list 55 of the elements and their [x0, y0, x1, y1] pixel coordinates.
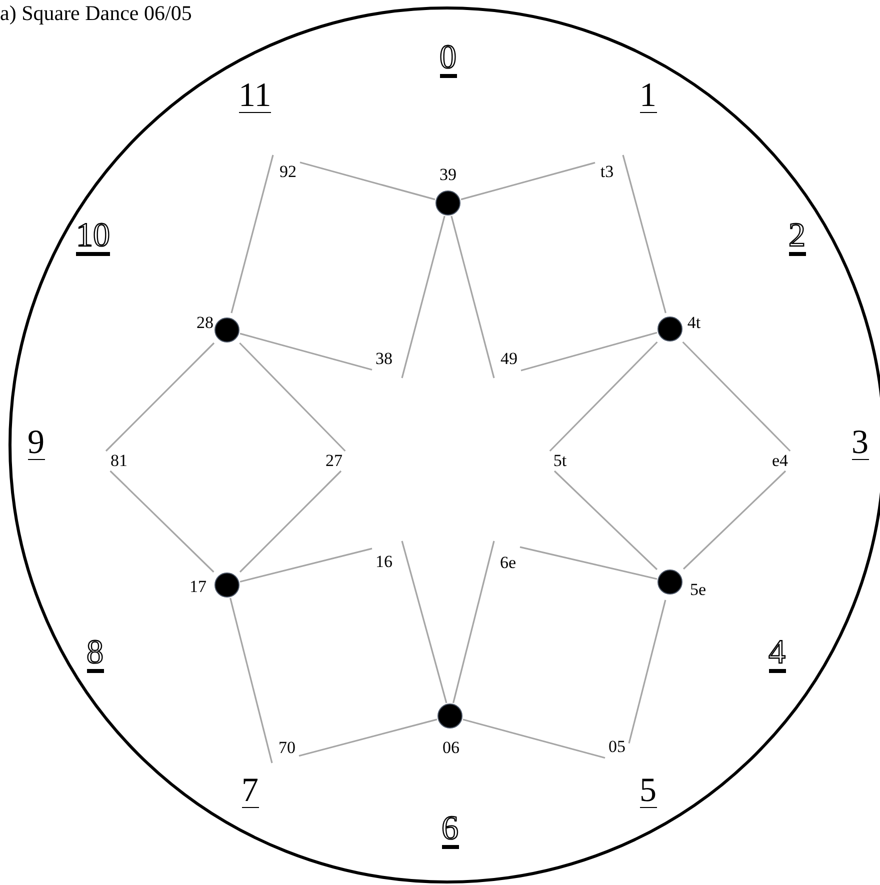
vertex-label: 6e	[498, 553, 518, 573]
vertex-label: 70	[278, 738, 296, 758]
square-side	[622, 154, 666, 314]
hour-number: 7	[242, 775, 258, 808]
square-side	[520, 546, 658, 580]
hour-number: 4	[768, 637, 786, 673]
square-side	[110, 470, 214, 573]
vertex-label: 92	[278, 162, 298, 182]
hour-number: 8	[86, 637, 104, 673]
hour-number: 9	[28, 427, 44, 460]
vertex-label: 4t	[686, 313, 702, 333]
square-side	[460, 162, 596, 200]
square-side	[105, 342, 215, 452]
hour-number: 10	[76, 220, 110, 256]
vertex-label: 16	[374, 552, 394, 572]
square-side	[300, 162, 436, 200]
square-side	[240, 332, 372, 371]
hour-number: 6	[442, 813, 458, 849]
hour-number: 3	[852, 427, 868, 460]
square-side	[628, 600, 666, 744]
square-side	[230, 598, 273, 764]
hour-number: 5	[640, 775, 656, 808]
vertex-label: 38	[374, 349, 394, 369]
hour-number: 11	[238, 80, 272, 113]
square-side	[298, 718, 438, 757]
vertex-label: 05	[608, 737, 626, 757]
hour-number: 2	[788, 220, 806, 256]
square-side	[462, 718, 606, 759]
vertex-label: 5e	[688, 580, 708, 600]
square-side	[520, 332, 658, 372]
vertex-label: t3	[599, 162, 615, 182]
square-side	[230, 154, 274, 314]
square-side	[239, 342, 346, 452]
square-side	[401, 216, 446, 378]
square-side	[239, 470, 342, 573]
square-side	[682, 341, 791, 452]
square-side	[450, 216, 495, 378]
vertex-label: 49	[500, 349, 518, 369]
square-side	[682, 470, 786, 570]
square-side	[554, 470, 658, 570]
vertex-label: 28	[196, 313, 214, 333]
hour-number: 0	[440, 42, 456, 78]
vertex-label: 39	[438, 165, 458, 185]
vertex-label: 17	[188, 577, 208, 597]
square-side	[240, 548, 372, 582]
square-side	[452, 540, 495, 704]
figure-title: a) Square Dance 06/05	[0, 1, 192, 25]
vertex-label: 5t	[552, 451, 568, 471]
hour-number: 1	[640, 80, 656, 113]
vertex-label: 81	[110, 451, 128, 471]
vertex-label: 06	[442, 738, 460, 758]
square-side	[401, 540, 448, 704]
vertex-label: 27	[324, 451, 344, 471]
vertex-label: e4	[770, 451, 790, 471]
square-side	[549, 341, 658, 452]
